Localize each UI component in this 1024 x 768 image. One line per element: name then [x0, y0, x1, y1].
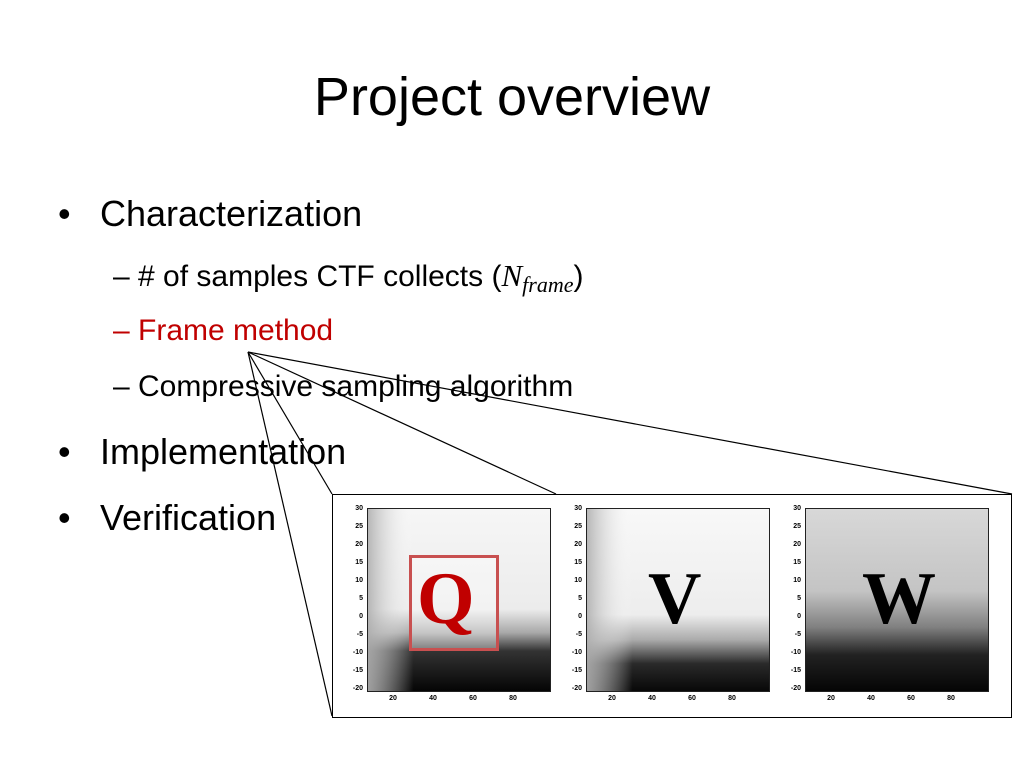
y-tick: -5 [356, 631, 363, 638]
y-tick: -5 [575, 631, 582, 638]
x-tick: 20 [608, 695, 616, 702]
panel-label-v: V [648, 558, 702, 640]
slide-title: Project overview [313, 67, 711, 127]
y-tick: 0 [578, 613, 582, 620]
y-tick: 30 [793, 505, 801, 512]
x-tick: 60 [469, 695, 477, 702]
math-subscript: frame [522, 272, 574, 297]
plot-panel-q: 30 25 20 15 10 5 0 -5 -10 -15 -20 20 40 … [333, 495, 559, 717]
bullet-dot-icon: • [58, 497, 71, 538]
heatmap-image [368, 509, 550, 691]
y-tick: 15 [793, 559, 801, 566]
y-tick: 20 [793, 541, 801, 548]
y-tick: 0 [359, 613, 363, 620]
subbullet-samples: – # of samples CTF collects (Nframe) [113, 257, 583, 304]
x-tick: 20 [389, 695, 397, 702]
heatmap-image [806, 509, 988, 691]
bullet-text: Characterization [100, 193, 363, 234]
y-tick: -5 [794, 631, 801, 638]
subbullet-text: – # of samples CTF collects ( [113, 260, 502, 293]
bullet-dot-icon: • [58, 193, 71, 234]
y-tick: 10 [793, 577, 801, 584]
y-tick: 25 [355, 523, 363, 530]
heatmap-area [367, 508, 551, 692]
heatmap-area [805, 508, 989, 692]
y-tick: 20 [574, 541, 582, 548]
bullet-text: Verification [100, 497, 277, 538]
plot-panel-v: 30 25 20 15 10 5 0 -5 -10 -15 -20 20 40 … [559, 495, 785, 717]
x-tick: 40 [867, 695, 875, 702]
y-tick: -10 [790, 649, 801, 656]
y-tick: 25 [574, 523, 582, 530]
y-tick: 5 [797, 595, 801, 602]
panel-label-q: Q [417, 558, 475, 640]
y-tick: 5 [359, 595, 363, 602]
y-tick: 20 [355, 541, 363, 548]
y-tick: -20 [352, 685, 363, 692]
y-tick: -20 [790, 685, 801, 692]
y-tick: -15 [790, 667, 801, 674]
bullet-characterization: • Characterization [58, 192, 362, 236]
y-tick: -20 [571, 685, 582, 692]
x-tick: 60 [907, 695, 915, 702]
bullet-text: Implementation [100, 431, 347, 472]
plot-panel-w: 30 25 20 15 10 5 0 -5 -10 -15 -20 20 40 … [785, 495, 1011, 717]
x-tick: 80 [509, 695, 517, 702]
y-tick: -10 [571, 649, 582, 656]
y-tick: -15 [571, 667, 582, 674]
y-tick: 15 [574, 559, 582, 566]
highlight-box [409, 555, 499, 651]
y-tick: -15 [352, 667, 363, 674]
subbullet-frame-method: – Frame method [113, 314, 334, 347]
heatmap-area [586, 508, 770, 692]
subbullet-suffix: ) [573, 260, 584, 293]
x-tick: 80 [728, 695, 736, 702]
x-tick: 20 [827, 695, 835, 702]
bullet-verification: • Verification [58, 496, 276, 540]
y-tick: 15 [355, 559, 363, 566]
y-tick: 5 [578, 595, 582, 602]
math-base: N [501, 258, 523, 293]
y-tick: 0 [797, 613, 801, 620]
x-tick: 60 [688, 695, 696, 702]
figure-panel-box: 30 25 20 15 10 5 0 -5 -10 -15 -20 20 40 … [332, 494, 1012, 718]
y-tick: 30 [355, 505, 363, 512]
bullet-implementation: • Implementation [58, 430, 346, 474]
y-tick: 10 [355, 577, 363, 584]
heatmap-image [587, 509, 769, 691]
x-tick: 40 [648, 695, 656, 702]
subbullet-compressive-sampling: – Compressive sampling algorithm [113, 370, 574, 403]
x-tick: 40 [429, 695, 437, 702]
panel-label-w: W [862, 558, 936, 640]
y-tick: 10 [574, 577, 582, 584]
x-tick: 80 [947, 695, 955, 702]
y-tick: 25 [793, 523, 801, 530]
bullet-dot-icon: • [58, 431, 71, 472]
y-tick: 30 [574, 505, 582, 512]
y-tick: -10 [352, 649, 363, 656]
math-n-frame: Nframe [501, 258, 573, 297]
